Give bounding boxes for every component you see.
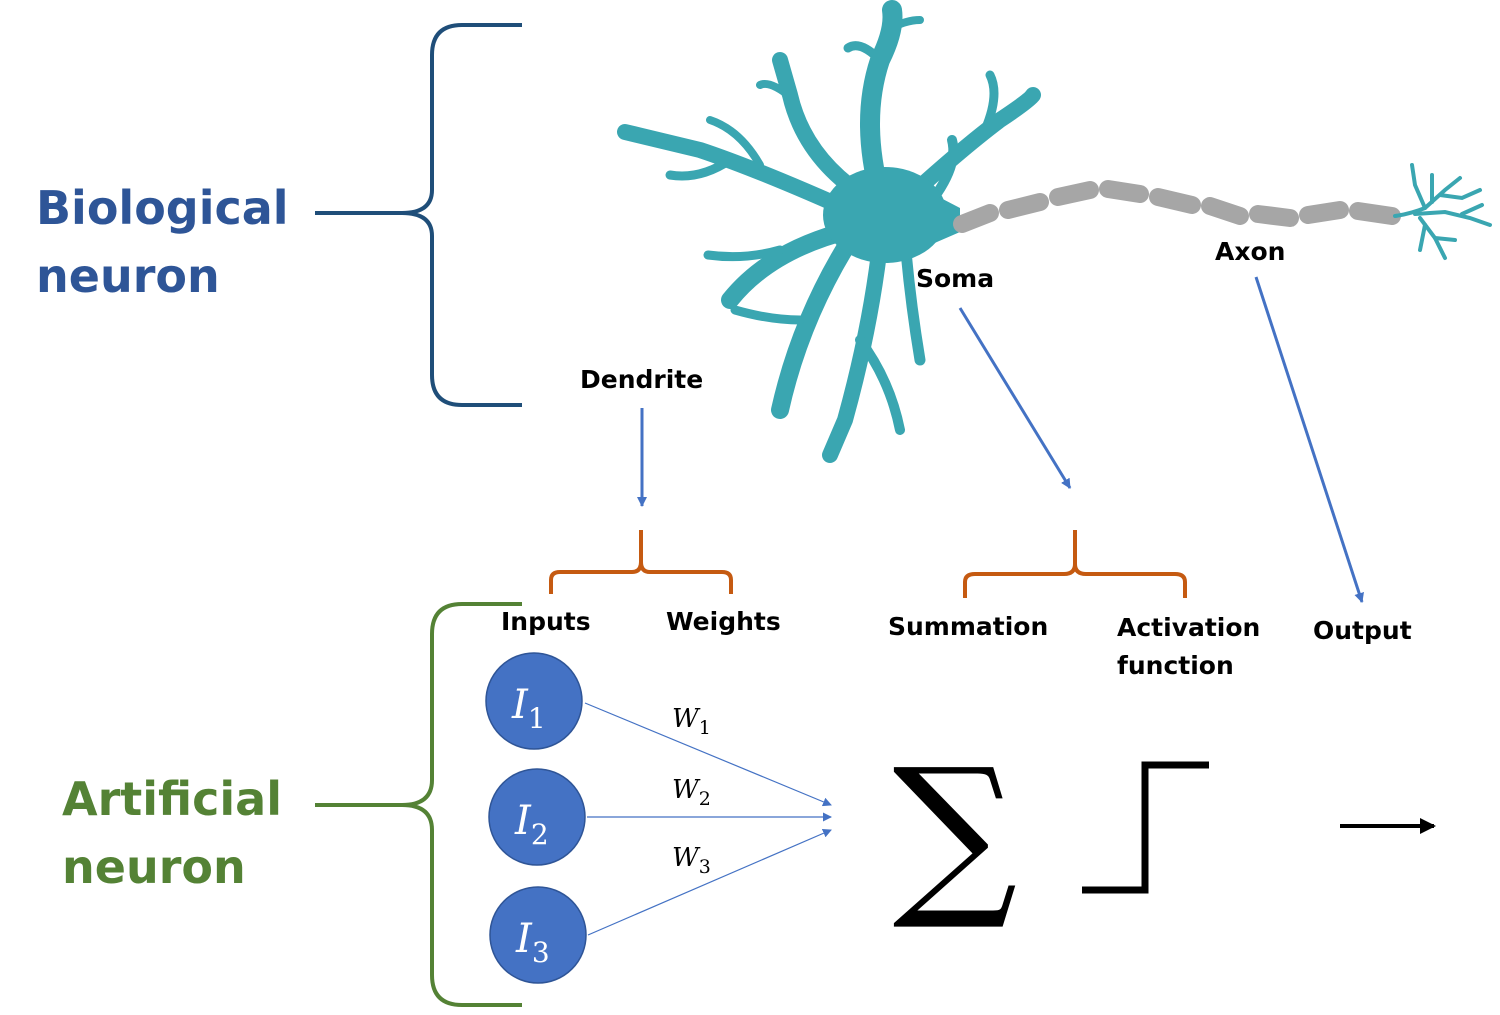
summation-activation-brace [963, 530, 1187, 598]
neuron-illustration [617, 0, 1492, 463]
weight-connection-3 [587, 829, 832, 936]
weight-label-2: W2 [672, 775, 711, 810]
inputs-label: Inputs [501, 607, 591, 636]
step-function-icon [1082, 761, 1209, 894]
inputs-weights-brace [549, 530, 733, 594]
activation-label-line2: function [1117, 651, 1234, 680]
artificial-brace [315, 602, 522, 1007]
node-3-subscript: 3 [532, 936, 550, 969]
svg-text:I2: I2 [514, 798, 549, 851]
input-node-3: I3 [489, 886, 587, 984]
biological-brace [315, 23, 522, 407]
biological-neuron-title: Biological neuron [36, 174, 289, 310]
summation-symbol: ∑ [893, 732, 1018, 935]
weight-label-3: W3 [672, 843, 711, 878]
axon-label: Axon [1215, 237, 1286, 266]
soma-arrow [958, 307, 1072, 489]
weight-connection-1 [584, 702, 832, 807]
node-3-symbol: I [515, 916, 533, 962]
biological-title-line2: neuron [36, 249, 220, 303]
axon-terminals [1393, 163, 1492, 260]
weights-label: Weights [666, 607, 781, 636]
svg-text:I1: I1 [511, 682, 546, 735]
artificial-title-line2: neuron [62, 840, 246, 894]
activation-label-line1: Activation [1117, 613, 1261, 642]
soma-label: Soma [916, 264, 995, 293]
axon-myelin [953, 180, 1401, 233]
axon-arrow [1254, 276, 1364, 603]
input-node-1: I1 [485, 652, 583, 750]
node-1-symbol: I [511, 682, 529, 728]
node-2-subscript: 2 [531, 818, 549, 851]
artificial-title-line1: Artificial [62, 772, 282, 826]
soma-body [823, 167, 947, 263]
node-1-subscript: 1 [528, 702, 546, 735]
dendrite-label: Dendrite [580, 365, 704, 394]
artificial-neuron-title: Artificial neuron [62, 765, 282, 901]
weight-label-1: W1 [672, 704, 711, 739]
svg-text:I3: I3 [515, 916, 550, 969]
activation-function-label: Activation function [1117, 609, 1260, 685]
biological-title-line1: Biological [36, 181, 289, 235]
node-2-symbol: I [514, 798, 532, 844]
summation-label: Summation [888, 612, 1049, 641]
input-node-2: I2 [488, 768, 586, 866]
output-label: Output [1313, 616, 1412, 645]
